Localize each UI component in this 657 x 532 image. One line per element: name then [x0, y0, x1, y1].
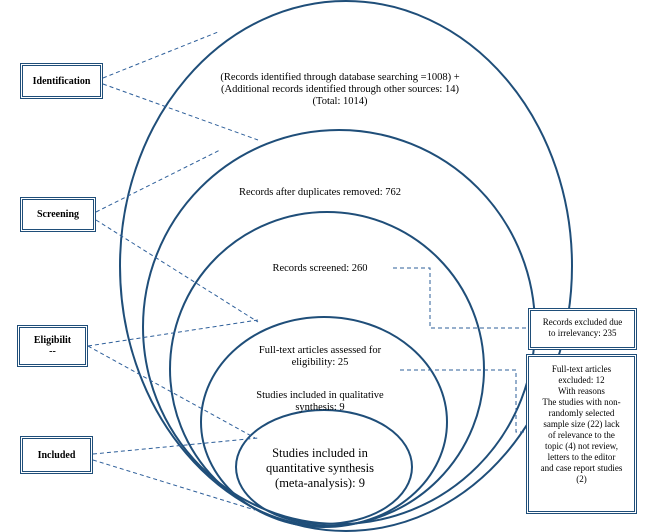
stage-eligibility: Eligibilit --: [17, 325, 88, 367]
connector-eligibility-top: [87, 319, 259, 347]
qualitative-line-2: synthesis: 9: [295, 402, 345, 413]
stage-screening-label: Screening: [36, 209, 80, 220]
identification-records-text: (Records identified through database sea…: [150, 72, 530, 108]
excluded-fulltext-line-11: (2): [576, 474, 587, 484]
quantitative-line-3: (meta-analysis): 9: [275, 476, 365, 490]
connector-screening-bottom: [95, 219, 259, 323]
excluded-screening-line-1: Records excluded due: [542, 317, 623, 327]
excluded-fulltext-line-1: Full-text articles: [551, 364, 612, 374]
fulltext-ellipse: [200, 316, 448, 528]
qualitative-line-1: Studies included in qualitative: [256, 390, 384, 401]
quantitative-ellipse: [235, 409, 413, 525]
identification-line-additional: (Additional records identified through o…: [221, 84, 459, 95]
excluded-fulltext-line-5: randomly selected: [548, 408, 615, 418]
fulltext-line-2: eligibility: 25: [291, 357, 349, 368]
excluded-fulltext-line-6: sample size (22) lack: [543, 419, 620, 429]
connector-screened-excluded: [393, 267, 528, 329]
duplicates-removed-text: Records after duplicates removed: 762: [238, 187, 402, 198]
stage-identification: Identification: [20, 63, 103, 99]
stage-included: Included: [20, 436, 93, 474]
excluded-fulltext-line-9: letters to the editor: [547, 452, 616, 462]
connector-fulltext-excluded: [400, 369, 526, 433]
connector-eligibility-bottom: [87, 345, 256, 439]
excluded-screening-box: Records excluded due to irrelevancy: 235: [528, 308, 637, 350]
identification-line-total: (Total: 1014): [312, 96, 368, 107]
stage-screening: Screening: [20, 197, 96, 232]
excluded-fulltext-line-7: of relevance to the: [548, 430, 615, 440]
stage-identification-label: Identification: [32, 75, 91, 87]
qualitative-synthesis-text: Studies included in qualitative synthesi…: [235, 390, 405, 414]
fulltext-assessed-text: Full-text articles assessed for eligibil…: [235, 345, 405, 369]
connector-included-bottom: [92, 459, 256, 511]
quantitative-line-1: Studies included in: [272, 446, 368, 460]
fulltext-line-1: Full-text articles assessed for: [258, 345, 382, 356]
excluded-fulltext-box: Full-text articles excluded: 12 With rea…: [526, 354, 637, 514]
connector-screening-top: [95, 149, 221, 213]
excluded-fulltext-line-10: and case report studies: [540, 463, 623, 473]
quantitative-line-2: quantitative synthesis: [266, 461, 374, 475]
records-screened-text: Records screened: 260: [272, 263, 368, 274]
identification-ellipse: [119, 0, 573, 532]
excluded-screening-line-2: to irrelevancy: 235: [548, 328, 617, 338]
quantitative-synthesis-text: Studies included in quantitative synthes…: [245, 446, 395, 491]
stage-eligibility-label: Eligibilit: [33, 335, 72, 346]
excluded-fulltext-line-3: With reasons: [558, 386, 605, 396]
excluded-fulltext-line-8: topic (4) not review,: [545, 441, 618, 451]
stage-eligibility-label-cont: --: [49, 346, 56, 357]
identification-line-database: (Records identified through database sea…: [220, 72, 460, 83]
excluded-fulltext-line-4: The studies with non-: [542, 397, 621, 407]
excluded-fulltext-line-2: excluded: 12: [558, 375, 605, 385]
stage-included-label: Included: [37, 449, 76, 461]
